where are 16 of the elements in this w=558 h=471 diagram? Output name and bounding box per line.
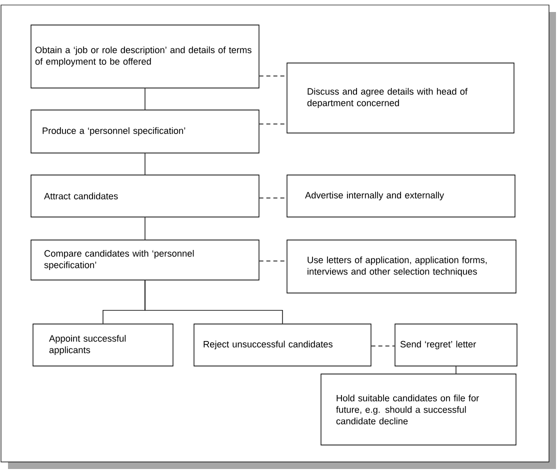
process-box: Attract candidates xyxy=(30,174,260,218)
process-box: Compare candidates with ‘personnel specification’ xyxy=(30,240,260,280)
process-box: Use letters of application, application forms, interviews and other selection techniques xyxy=(286,240,516,294)
process-box: Reject unsuccessful candidates xyxy=(194,324,372,366)
process-box: Advertise internally and externally xyxy=(286,174,516,218)
process-box: Discuss and agree details with head of department concerned xyxy=(286,62,514,134)
process-box: Hold suitable candidates on file for future, e.g. should a successful candidate decline xyxy=(320,374,516,446)
process-box: Obtain a ‘job or role description’ and details of terms of employment to be offered xyxy=(30,24,260,88)
process-box: Appoint successful applicants xyxy=(32,324,174,366)
process-box: Produce a ‘personnel specification’ xyxy=(30,110,260,154)
process-box: Send ‘regret’ letter xyxy=(394,324,518,366)
connector-line xyxy=(144,280,283,324)
connector-line xyxy=(144,153,146,175)
connector-line xyxy=(259,260,287,262)
connector-line xyxy=(144,217,146,240)
connector-line xyxy=(144,88,146,110)
